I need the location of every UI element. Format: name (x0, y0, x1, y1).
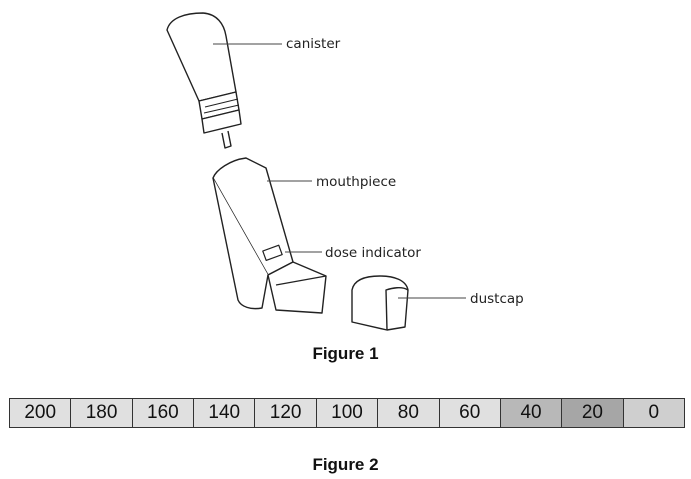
leader-lines (213, 43, 466, 299)
canister-part (166, 12, 242, 149)
label-dose-indicator: dose indicator (325, 245, 421, 261)
counter-cell: 60 (439, 399, 501, 427)
counter-cell: 100 (316, 399, 379, 427)
counter-cell: 180 (71, 399, 133, 427)
counter-cell: 160 (132, 399, 195, 427)
inhaler-diagram: canister mouthpiece dose indicator dustc… (166, 12, 524, 331)
counter-cell: 200 (10, 399, 72, 427)
counter-cell: 120 (255, 399, 317, 427)
counter-cell: 140 (194, 399, 256, 427)
dustcap-part (351, 275, 409, 331)
label-dustcap: dustcap (470, 291, 524, 307)
actuator-body (212, 157, 327, 314)
figure-2-caption: Figure 2 (312, 455, 379, 474)
counter-cell: 20 (562, 399, 624, 427)
label-canister: canister (286, 36, 341, 52)
counter-cell: 80 (378, 399, 440, 427)
figure-1-caption: Figure 1 (312, 344, 379, 363)
counter-cell: 40 (500, 399, 563, 427)
label-mouthpiece: mouthpiece (316, 174, 396, 190)
counter-cell: 0 (623, 399, 684, 427)
